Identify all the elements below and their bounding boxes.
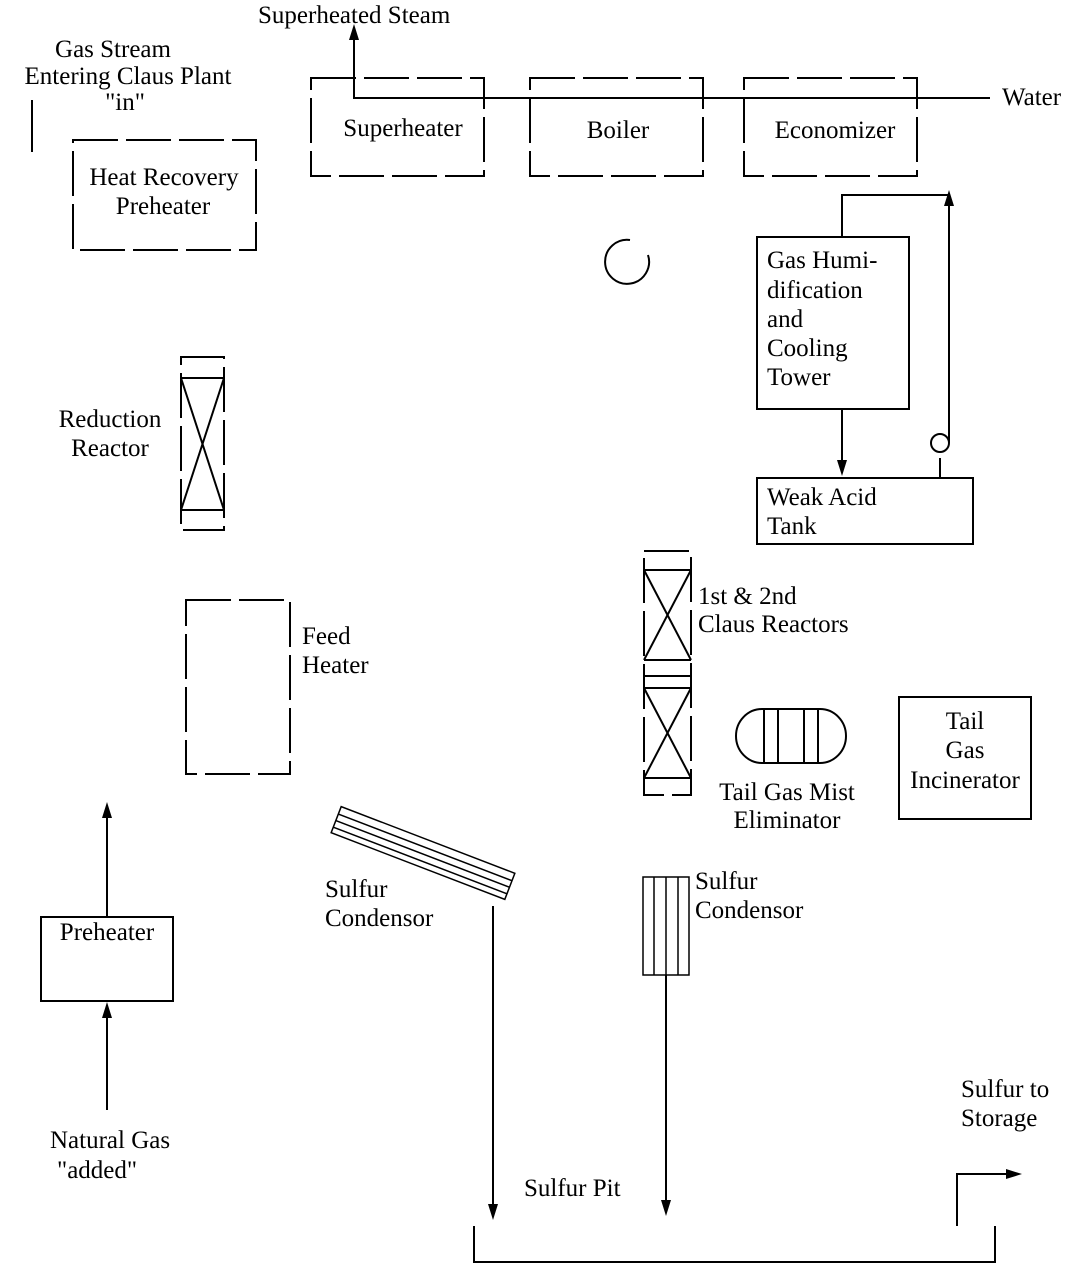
- mist-eliminator-label-line-2: Eliminator: [734, 807, 842, 834]
- claus-reactors-label-line-2: Claus Reactors: [698, 611, 849, 638]
- tail-gas-incinerator-label-line-1: Tail: [946, 708, 985, 735]
- preheater-label: Preheater: [60, 919, 155, 946]
- heat-recovery-label-line-2: Preheater: [116, 193, 211, 220]
- left-condensor-drain: [488, 906, 498, 1220]
- sulfur-condensor-left-symbol: [330, 805, 516, 901]
- sulfur-pit-label: Sulfur Pit: [524, 1175, 621, 1202]
- tower-to-tank-arrow: [837, 409, 847, 476]
- heat-recovery-label-line-1: Heat Recovery: [89, 164, 239, 191]
- humidification-tower-box: [756, 236, 910, 410]
- sulfur-to-storage-label-line-1: Sulfur to: [961, 1076, 1049, 1103]
- circle-symbol: [604, 238, 651, 285]
- boiler-box: [529, 77, 704, 177]
- natural-gas-label-line-2: "added": [57, 1157, 137, 1184]
- tail-gas-incinerator-box: [898, 696, 1032, 820]
- humidification-label-line-2: dification: [767, 277, 863, 304]
- claus-reactors-label-line-1: 1st & 2nd: [698, 583, 797, 610]
- weak-acid-tank-box: [756, 477, 974, 545]
- sulfur-pit-outline: [473, 1226, 996, 1263]
- sulfur-to-storage-label-line-2: Storage: [961, 1105, 1037, 1132]
- tail-gas-incinerator-label-line-2: Gas: [946, 737, 985, 764]
- preheater-outlet-arrow: [102, 802, 112, 917]
- superheated-steam-label: Superheated Steam: [258, 2, 451, 29]
- mist-eliminator-label-line-1: Tail Gas Mist: [719, 779, 855, 806]
- humidification-label-line-1: Gas Humi-: [767, 247, 877, 274]
- tail-gas-incinerator-label-line-3: Incinerator: [910, 767, 1020, 794]
- sulfur-storage-arrow: [956, 1169, 1022, 1226]
- superheater-box: [310, 77, 485, 177]
- gas-stream-label-line-3: "in": [105, 89, 145, 116]
- sulfur-condensor-left-label-line-1: Sulfur: [325, 876, 388, 903]
- weak-acid-tank-label-line-1: Weak Acid: [767, 484, 877, 511]
- feed-heater-label-line-1: Feed: [302, 623, 351, 650]
- gas-stream-label-line-2: Entering Claus Plant: [25, 63, 232, 90]
- sulfur-condensor-right-label-line-2: Condensor: [695, 897, 804, 924]
- feed-heater-box: [185, 599, 291, 775]
- water-steam-line: [349, 24, 990, 99]
- superheater-label: Superheater: [343, 115, 463, 142]
- weak-acid-tank-label-line-2: Tank: [767, 513, 817, 540]
- claus-reactors-symbol: [643, 550, 692, 796]
- economizer-label: Economizer: [775, 117, 896, 144]
- humidification-label-line-5: Tower: [767, 364, 831, 391]
- heat-recovery-preheater-box: [72, 139, 257, 251]
- feed-heater-label-line-2: Heater: [302, 652, 369, 679]
- water-label: Water: [1002, 84, 1062, 111]
- humidification-label-line-3: and: [767, 306, 804, 333]
- right-condensor-drain: [661, 975, 671, 1216]
- natural-gas-label-line-1: Natural Gas: [50, 1127, 170, 1154]
- recycle-line: [841, 190, 954, 478]
- natural-gas-inlet-arrow: [102, 1002, 112, 1110]
- economizer-box: [743, 77, 918, 177]
- reduction-reactor-label-line-1: Reduction: [59, 406, 162, 433]
- boiler-label: Boiler: [587, 117, 650, 144]
- sulfur-condensor-right-symbol: [642, 876, 690, 976]
- sulfur-condensor-right-label-line-1: Sulfur: [695, 868, 758, 895]
- humidification-label-line-4: Cooling: [767, 335, 848, 362]
- mist-eliminator-symbol: [735, 708, 847, 764]
- reduction-reactor-label-line-2: Reactor: [71, 435, 149, 462]
- sulfur-condensor-left-label-line-2: Condensor: [325, 905, 434, 932]
- gas-stream-label-line-1: Gas Stream: [55, 36, 171, 63]
- reduction-reactor-symbol: [180, 356, 225, 531]
